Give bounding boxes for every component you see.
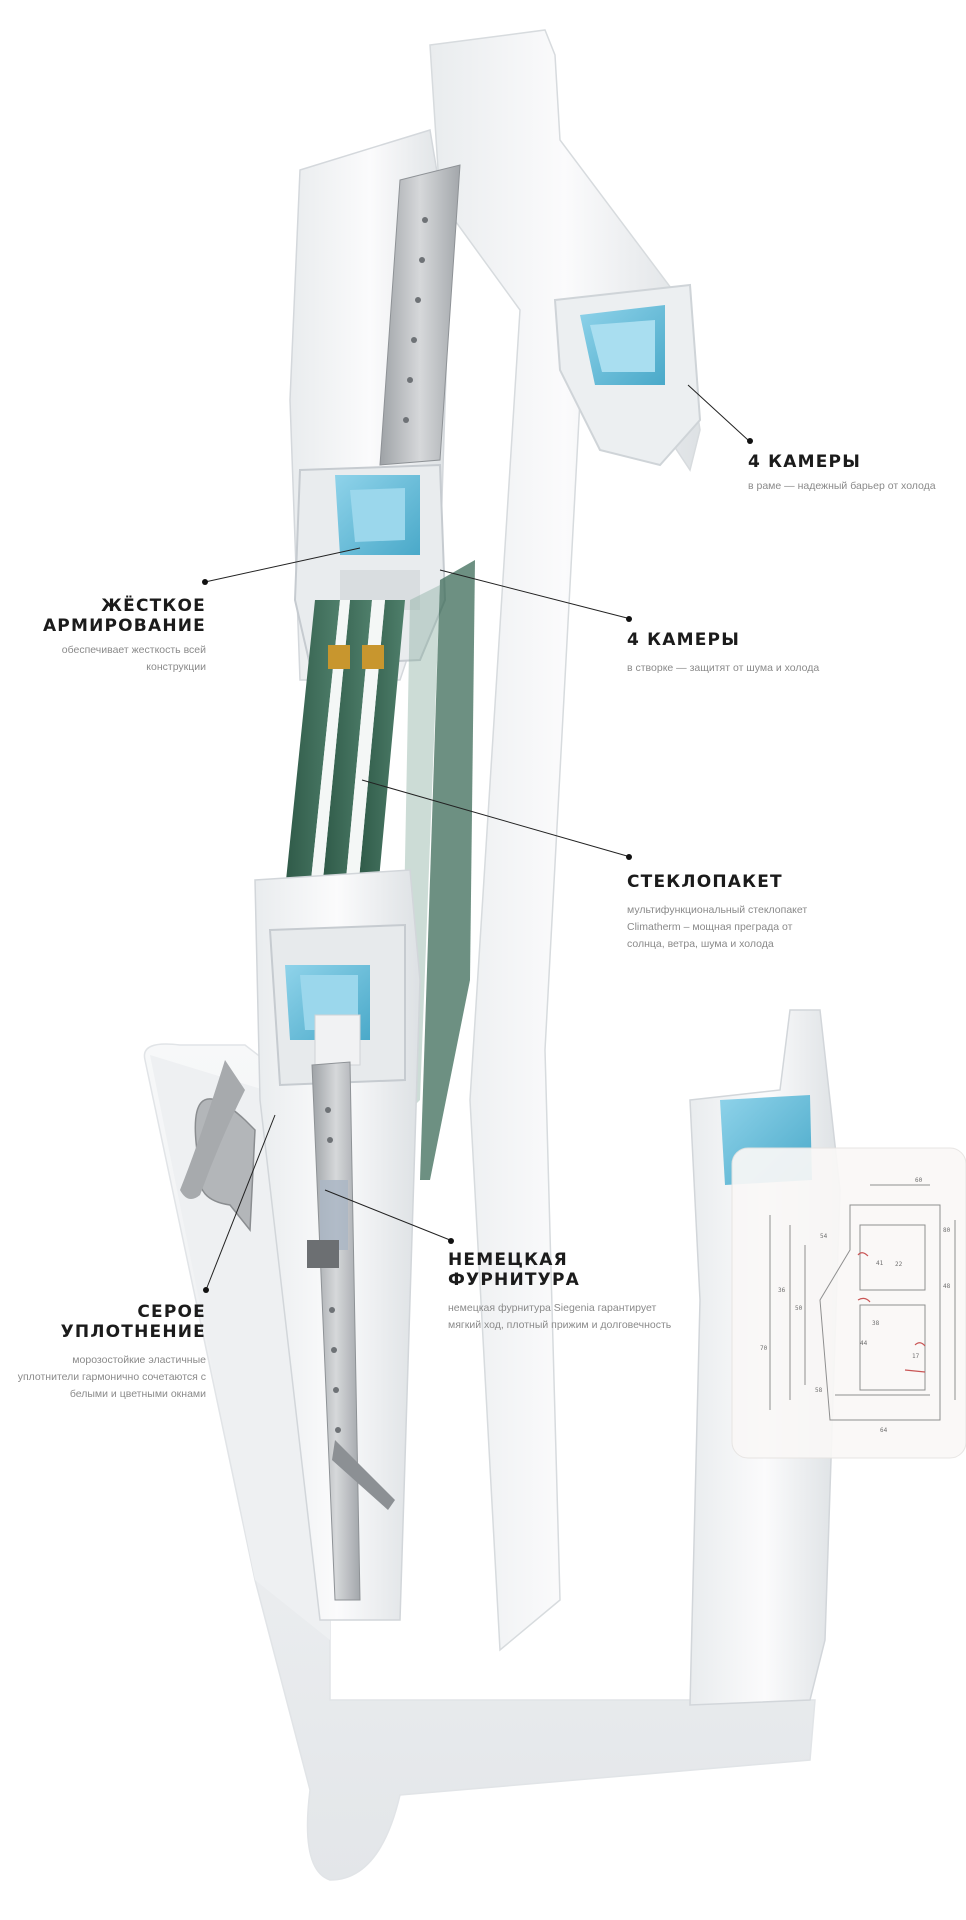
- callout-title: 4 КАМЕРЫ: [627, 630, 741, 650]
- leader-dot: [747, 438, 753, 444]
- dimension-label: 44: [860, 1340, 868, 1347]
- callout-description: в раме — надежный барьер от холода: [748, 480, 936, 492]
- callout-hardware: НЕМЕЦКАЯ ФУРНИТУРА немецкая фурнитура Si…: [448, 1250, 678, 1334]
- dimension-label: 38: [872, 1320, 880, 1327]
- callout-title: СТЕКЛОПАКЕТ: [627, 872, 783, 892]
- leader-dot: [626, 854, 632, 860]
- frame-chamber-section: [553, 283, 702, 467]
- leader-reinforcement: [204, 547, 361, 583]
- dimension-label: 48: [943, 1283, 951, 1290]
- leader-frame-chambers: [687, 384, 749, 441]
- dimension-label: 17: [912, 1353, 920, 1360]
- leader-seal: [205, 1114, 276, 1291]
- callout-frame-chambers: 4 КАМЕРЫ в раме — надежный барьер от хол…: [748, 452, 958, 495]
- callout-glazing: СТЕКЛОПАКЕТ мультифункциональный стеклоп…: [627, 872, 827, 953]
- leader-sash-chambers: [439, 569, 628, 619]
- callout-title: ЖЁСТКОЕ АРМИРОВАНИЕ: [42, 596, 206, 636]
- dimension-label: 80: [943, 1227, 951, 1234]
- leader-dot: [203, 1287, 209, 1293]
- dimension-label: 70: [760, 1345, 768, 1352]
- callout-title: 4 КАМЕРЫ: [748, 452, 862, 472]
- callout-reinforcement: ЖЁСТКОЕ АРМИРОВАНИЕ обеспечивает жесткос…: [12, 596, 206, 676]
- callout-description: в створке — защитят от шума и холода: [627, 662, 820, 674]
- dimension-label: 64: [880, 1427, 888, 1434]
- callout-description: мультифункциональный стеклопакет Climath…: [627, 904, 808, 950]
- leader-glazing: [361, 779, 628, 857]
- desiccant-spacer: [362, 645, 384, 669]
- locking-cam: [320, 1180, 348, 1250]
- callout-description: морозостойкие эластичные уплотнители гар…: [17, 1354, 206, 1400]
- leader-dot: [202, 579, 208, 585]
- callout-sash-chambers: 4 КАМЕРЫ в створке — защитят от шума и х…: [627, 630, 847, 677]
- dimension-label: 41: [876, 1260, 884, 1267]
- dimension-label: 54: [820, 1233, 828, 1240]
- hardware-strip-top: [379, 164, 461, 466]
- scissor-arm: [332, 1440, 395, 1510]
- technical-drawing-card: 60 80 54 41 22 48 36 50 38 44 70 17 58 6…: [731, 1147, 966, 1459]
- sash-lower-chamber: [268, 923, 406, 1087]
- dimension-label: 50: [795, 1305, 803, 1312]
- dimension-label: 58: [815, 1387, 823, 1394]
- leader-dot: [626, 616, 632, 622]
- keeper: [307, 1240, 339, 1268]
- desiccant-spacer: [328, 645, 350, 669]
- callout-seal: СЕРОЕ УПЛОТНЕНИЕ морозостойкие эластичны…: [8, 1302, 206, 1403]
- callout-title: СЕРОЕ УПЛОТНЕНИЕ: [60, 1302, 206, 1342]
- leader-lines: [204, 384, 749, 1291]
- leader-dot: [448, 1238, 454, 1244]
- dimension-label: 22: [895, 1261, 903, 1268]
- frame-glazing: [420, 560, 475, 1180]
- callout-description: немецкая фурнитура Siegenia гарантирует …: [448, 1302, 672, 1331]
- dimension-label: 36: [778, 1287, 786, 1294]
- leader-hardware: [324, 1189, 451, 1241]
- callout-title: НЕМЕЦКАЯ ФУРНИТУРА: [448, 1250, 580, 1290]
- glass-unit: [285, 600, 405, 904]
- callout-description: обеспечивает жесткость всей конструкции: [61, 644, 206, 673]
- dimension-label: 60: [915, 1177, 923, 1184]
